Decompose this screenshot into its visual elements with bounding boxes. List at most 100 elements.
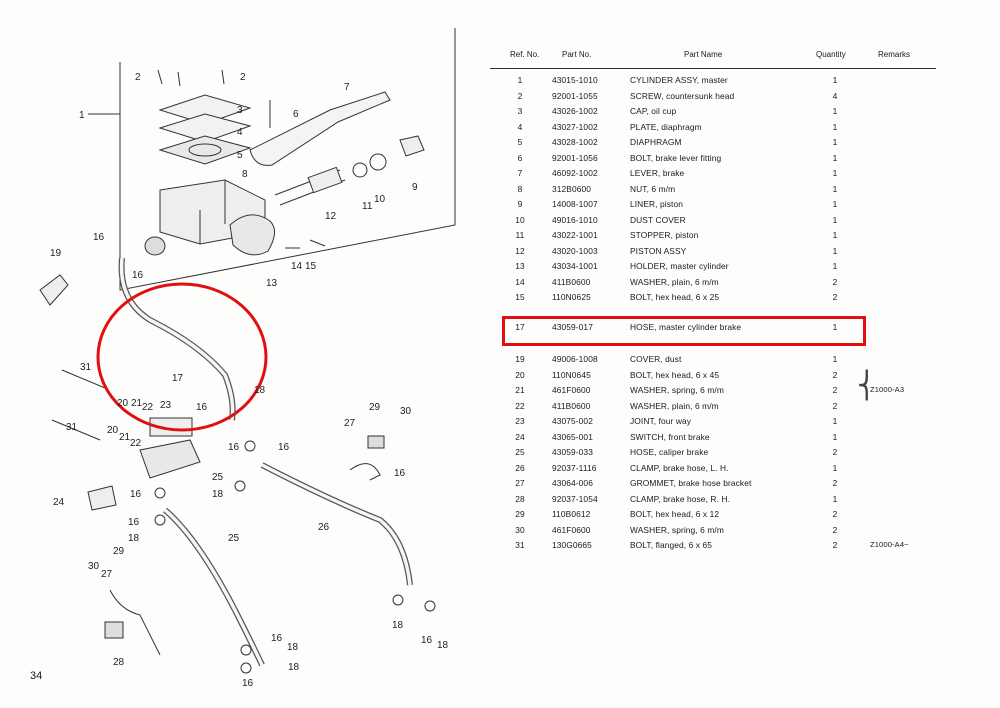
diagram-label: 13 bbox=[266, 278, 278, 289]
ref-no-cell: 2 bbox=[517, 90, 523, 101]
part-no-cell: 110N0645 bbox=[552, 369, 591, 380]
part-no-cell: 312B0600 bbox=[552, 183, 591, 194]
ref-no-cell: 21 bbox=[515, 385, 525, 395]
part-name-cell: BOLT, hex head, 6 x 25 bbox=[630, 292, 720, 302]
part-name-cell: BOLT, brake lever fitting bbox=[630, 152, 722, 163]
part-name-cell: WASHER, plain, 6 m/m bbox=[630, 276, 719, 287]
part-no-cell: 92037-1054 bbox=[552, 493, 598, 504]
ref-no-cell: 11 bbox=[515, 230, 525, 240]
diagram-label: 16 bbox=[132, 270, 144, 281]
diagram-label: 18 bbox=[392, 620, 404, 631]
quantity-cell: 1 bbox=[832, 199, 838, 209]
header-quantity: Quantity bbox=[816, 50, 846, 59]
part-name-cell: JOINT, four way bbox=[630, 416, 692, 426]
part-no-cell: 43015-1010 bbox=[552, 75, 598, 85]
diagram-label: 18 bbox=[254, 385, 266, 396]
part-no-cell: 92001-1055 bbox=[552, 90, 598, 101]
diagram-label: 18 bbox=[288, 662, 300, 673]
header-part-name: Part Name bbox=[684, 50, 723, 59]
ref-no-cell: 19 bbox=[515, 354, 525, 364]
ref-no-cell: 28 bbox=[515, 493, 525, 504]
diagram-label: 29 bbox=[113, 546, 125, 557]
quantity-cell: 1 bbox=[832, 230, 838, 240]
part-name-cell: LINER, piston bbox=[630, 199, 683, 209]
diagram-label: 21 bbox=[119, 432, 131, 443]
part-no-cell: 43028-1002 bbox=[552, 137, 598, 147]
part-name-cell: WASHER, plain, 6 m/m bbox=[630, 400, 719, 411]
quantity-cell: 1 bbox=[832, 431, 838, 442]
diagram-label: 20 bbox=[107, 425, 119, 436]
part-name-cell: SWITCH, front brake bbox=[630, 431, 710, 442]
ref-no-cell: 31 bbox=[515, 540, 525, 550]
part-no-cell: 43022-1001 bbox=[552, 230, 598, 240]
part-no-cell: 43020-1003 bbox=[552, 245, 598, 256]
diagram-label: 27 bbox=[344, 418, 356, 429]
highlight-box bbox=[502, 316, 866, 346]
diagram-label: 16 bbox=[93, 232, 105, 243]
diagram-label: 8 bbox=[242, 169, 248, 180]
diagram-label: 14 bbox=[291, 261, 303, 272]
quantity-cell: 1 bbox=[832, 214, 838, 225]
part-no-cell: 43034-1001 bbox=[552, 261, 598, 271]
ref-no-cell: 27 bbox=[515, 478, 525, 488]
ref-no-cell: 5 bbox=[517, 137, 523, 147]
diagram-label: 24 bbox=[53, 497, 65, 508]
ref-no-cell: 9 bbox=[517, 199, 523, 209]
part-name-cell: CLAMP, brake hose, R. H. bbox=[630, 493, 730, 504]
part-no-cell: 49016-1010 bbox=[552, 214, 598, 225]
part-name-cell: HOSE, caliper brake bbox=[630, 447, 709, 457]
diagram-label: 16 bbox=[242, 678, 254, 689]
exploded-parts-diagram: 1 2 2 3 4 5 6 7 8 9 10 11 12 13 14 15 16… bbox=[39, 28, 456, 689]
part-name-cell: HOLDER, master cylinder bbox=[630, 261, 729, 271]
part-name-cell: CAP, oil cup bbox=[630, 106, 677, 116]
quantity-cell: 1 bbox=[832, 137, 838, 147]
part-name-cell: PISTON ASSY bbox=[630, 245, 687, 256]
part-no-cell: 43026-1002 bbox=[552, 106, 598, 116]
header-rule bbox=[490, 68, 936, 69]
diagram-label: 16 bbox=[421, 635, 433, 646]
part-no-cell: 461F0600 bbox=[552, 524, 591, 535]
quantity-cell: 2 bbox=[832, 369, 838, 380]
diagram-label: 9 bbox=[412, 182, 418, 193]
ref-no-cell: 6 bbox=[517, 152, 523, 163]
diagram-label: 16 bbox=[394, 468, 406, 479]
ref-no-cell: 14 bbox=[515, 276, 525, 287]
part-no-cell: 92037-1116 bbox=[552, 462, 597, 473]
part-name-cell: SCREW, countersunk head bbox=[630, 90, 735, 101]
header-ref-no: Ref. No. bbox=[510, 50, 540, 59]
diagram-label: 18 bbox=[212, 489, 224, 500]
part-name-cell: HOSE, master cylinder brake bbox=[630, 322, 742, 332]
diagram-label: 22 bbox=[130, 438, 142, 449]
quantity-cell: 2 bbox=[832, 385, 838, 395]
quantity-cell: 1 bbox=[832, 183, 838, 194]
part-no-cell: 110N0625 bbox=[552, 292, 591, 302]
diagram-label: 29 bbox=[369, 402, 381, 413]
quantity-cell: 4 bbox=[832, 90, 838, 101]
part-name-cell: WASHER, spring, 6 m/m bbox=[630, 385, 724, 395]
part-name-cell: CLAMP, brake hose, L. H. bbox=[630, 462, 729, 473]
part-no-cell: 43059-017 bbox=[552, 322, 593, 332]
quantity-cell: 2 bbox=[832, 292, 838, 302]
remarks-cell: Z1000-A3 bbox=[870, 385, 905, 394]
quantity-cell: 1 bbox=[832, 168, 838, 178]
ref-no-cell: 8 bbox=[517, 183, 523, 194]
table-row: 2 92001-1055 SCREW, countersunk head 4 bbox=[490, 88, 940, 103]
diagram-label: 26 bbox=[318, 522, 330, 533]
part-name-cell: STOPPER, piston bbox=[630, 230, 699, 240]
